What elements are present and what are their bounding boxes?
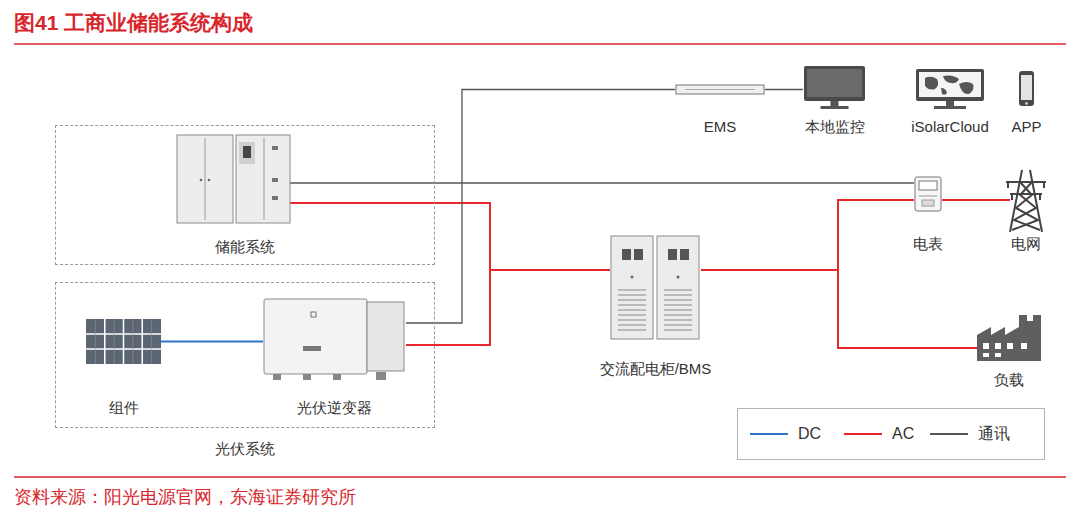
ac-wire: [406, 270, 610, 345]
grid-tower-icon: 电网: [1004, 168, 1048, 232]
node-label: 光伏系统: [215, 440, 275, 458]
source-caption: 资料来源：阳光电源官网，东海证券研究所: [14, 485, 356, 509]
figure-title: 图41 工商业储能系统构成: [14, 9, 253, 37]
meter-icon: 电表: [914, 176, 942, 212]
ac-cabinet-icon: 交流配电柜/BMS: [610, 235, 701, 340]
cloud-monitor-icon-drawing: [915, 68, 985, 110]
title-rule: [14, 43, 1066, 45]
ems-device-icon-drawing: [675, 84, 765, 95]
meter-icon-drawing: [914, 176, 942, 212]
node-label: 交流配电柜/BMS: [600, 360, 712, 378]
comm-line: [765, 89, 803, 90]
grid-tower-icon-drawing: [1004, 168, 1048, 232]
ac-wire: [838, 270, 977, 348]
node-label: 光伏逆变器: [297, 399, 372, 417]
phone-icon: APP: [1018, 70, 1035, 107]
monitor-icon-drawing: [803, 65, 866, 110]
legend-item: DC: [750, 424, 821, 444]
node-label: 组件: [109, 399, 139, 417]
ac-cabinet-icon-drawing: [610, 235, 701, 340]
ac-wire: [701, 200, 914, 270]
node-label: 储能系统: [215, 238, 275, 256]
node-label: 负载: [994, 371, 1024, 389]
monitor-icon: 本地监控: [803, 65, 866, 110]
node-label: iSolarCloud: [911, 118, 989, 136]
node-label: EMS: [704, 118, 737, 136]
legend-text: 通讯: [978, 424, 1010, 445]
caption-rule: [14, 476, 1066, 478]
legend-text: AC: [892, 425, 914, 443]
pv-module-icon: 组件: [86, 319, 161, 364]
ac-wire: [290, 203, 610, 270]
load-factory-icon-drawing: [977, 313, 1041, 361]
legend-item: AC: [844, 424, 914, 444]
phone-icon-drawing: [1018, 70, 1035, 107]
legend-swatch: [844, 433, 882, 435]
pv-inverter-icon: 光伏逆变器: [263, 298, 406, 381]
system-cabinet-drawing: [176, 134, 291, 224]
system-region: 储能系统: [55, 125, 435, 265]
pv-inverter-icon-drawing: [263, 298, 406, 381]
dc-wire: [161, 341, 263, 343]
node-label: 电网: [1011, 235, 1041, 253]
legend-text: DC: [798, 425, 821, 443]
load-factory-icon: 负载: [977, 313, 1041, 361]
node-label: APP: [1011, 118, 1041, 136]
legend-swatch: [750, 433, 788, 435]
pv-module-icon-drawing: [86, 319, 161, 364]
node-label: 本地监控: [805, 118, 865, 136]
legend-item: 通讯: [930, 424, 1010, 444]
comm-line: [290, 182, 914, 183]
ems-device-icon: EMS: [675, 84, 765, 95]
node-label: 电表: [913, 235, 943, 253]
cloud-monitor-icon: iSolarCloud: [915, 68, 985, 110]
system-region: 组件光伏逆变器光伏系统: [55, 282, 435, 428]
ac-wire: [942, 199, 1010, 201]
legend-box: DC AC 通讯: [737, 408, 1045, 460]
legend-swatch: [930, 433, 968, 435]
